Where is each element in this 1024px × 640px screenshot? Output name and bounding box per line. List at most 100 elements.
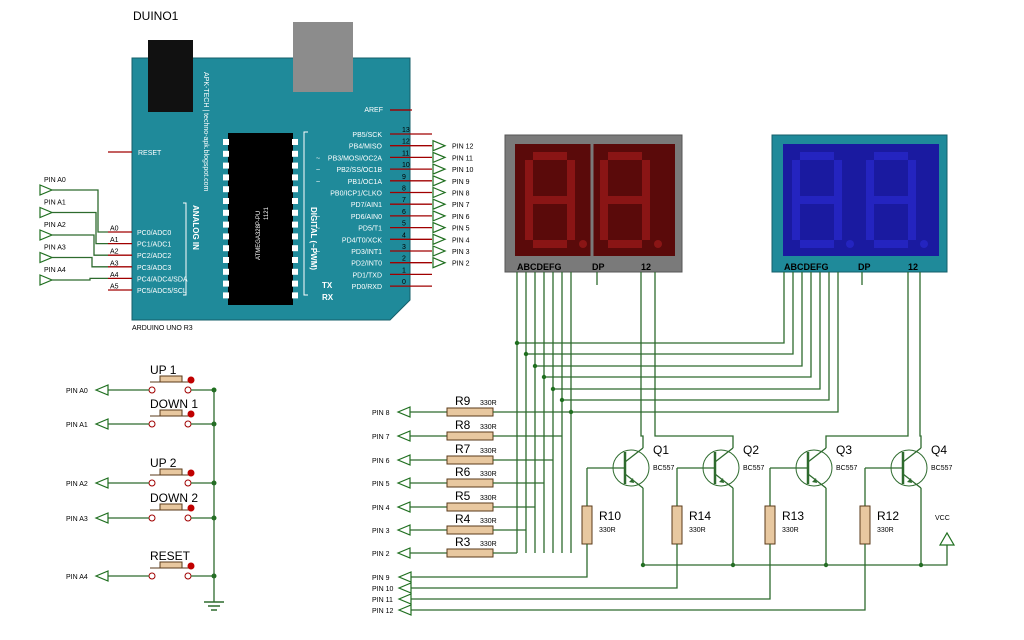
analog-pin-func: PC0/ADC0 xyxy=(137,230,171,237)
aref-label: AREF xyxy=(364,107,383,114)
button-contact xyxy=(148,572,156,580)
transistor-emitter xyxy=(624,473,644,489)
board-model: ARDUINO UNO R3 xyxy=(132,325,193,332)
chip-pin xyxy=(292,198,298,204)
base-res-value: 330R xyxy=(599,527,616,534)
terminal-arrow xyxy=(432,256,447,269)
digital-pin-num: 5 xyxy=(402,221,406,228)
terminal-arrow xyxy=(94,418,109,430)
segment xyxy=(800,152,834,160)
chip-sub: 1121 xyxy=(264,206,270,220)
segment xyxy=(866,200,874,240)
emitter-arrow xyxy=(719,478,724,483)
transistor-collector xyxy=(624,447,644,463)
terminal-arrow xyxy=(432,174,447,187)
base-pin-label: PIN 11 xyxy=(372,597,393,604)
res-name: R8 xyxy=(455,418,471,432)
terminal-arrow xyxy=(432,198,447,211)
analog-pin-ext: PIN A0 xyxy=(44,177,66,184)
button-cap xyxy=(159,409,183,417)
digital-section-label: DIGITAL (~PWM) xyxy=(309,207,318,270)
terminal-arrow xyxy=(39,251,54,264)
button-label: UP 1 xyxy=(150,363,177,377)
segment xyxy=(908,160,916,200)
analog-pin-ext: PIN A3 xyxy=(44,245,66,252)
chip-pin xyxy=(223,257,229,263)
chip-pin xyxy=(292,257,298,263)
display-2-segments: ABCDEFG xyxy=(784,262,829,272)
terminal-arrow xyxy=(432,139,447,152)
emitter-arrow xyxy=(812,478,817,483)
terminal-arrow xyxy=(432,221,447,234)
analog-pin-num: A1 xyxy=(110,237,119,244)
display-2-digits: 12 xyxy=(908,262,918,272)
res-name: R9 xyxy=(455,394,471,408)
analog-wire xyxy=(52,256,108,268)
segment xyxy=(874,240,908,248)
display-2: ABCDEFG DP 12 xyxy=(771,134,948,273)
base-pin-wire xyxy=(411,544,678,589)
button-contact xyxy=(148,479,156,487)
digital-pin-func: PD7/AIN1 xyxy=(351,202,382,209)
terminal-arrow xyxy=(39,184,54,196)
transistor-emitter xyxy=(902,473,922,489)
transistor-collector xyxy=(807,447,827,463)
digital-pin-num: 11 xyxy=(402,150,409,157)
chip-pin xyxy=(223,174,229,181)
emitter-arrow xyxy=(629,478,634,483)
terminal-arrow xyxy=(396,501,411,513)
button-cap xyxy=(159,468,183,476)
base-res-value: 330R xyxy=(877,527,894,534)
chip-pin xyxy=(223,150,229,157)
segment xyxy=(567,200,575,240)
button-pin: PIN A1 xyxy=(66,422,88,429)
terminal-arrow xyxy=(432,151,447,164)
segment-resistor xyxy=(446,548,494,558)
chip-pin xyxy=(292,268,298,275)
reset-label: RESET xyxy=(138,150,162,157)
terminal-arrow xyxy=(94,570,109,582)
digital-pin-func: PD2/INT0 xyxy=(351,261,382,268)
button-pin: PIN A0 xyxy=(66,388,88,395)
segment-resistor xyxy=(446,525,494,535)
decimal-point xyxy=(920,240,928,248)
analog-wire xyxy=(52,277,108,281)
junction-dot xyxy=(550,386,556,392)
pwm-mark: ~ xyxy=(316,179,320,186)
rx-label: RX xyxy=(322,293,334,302)
chip-pin xyxy=(223,245,229,252)
digital-pin-num: 10 xyxy=(402,162,410,169)
analog-pin-func: PC2/ADC2 xyxy=(137,253,171,260)
segment-bus xyxy=(553,272,821,390)
chip-pin xyxy=(223,162,229,169)
emitter-arrow xyxy=(907,478,912,483)
digital-pin-func: PD1/TXD xyxy=(352,272,382,279)
terminal-arrow xyxy=(397,571,412,583)
segment xyxy=(792,160,800,200)
base-pin-wire xyxy=(411,544,588,578)
segment xyxy=(567,160,575,200)
button-contact xyxy=(184,386,192,394)
junction-dot xyxy=(541,374,547,380)
chip-pin xyxy=(223,198,229,204)
analog-pin-num: A0 xyxy=(110,226,119,233)
res-pin-label: PIN 2 xyxy=(372,551,390,558)
transistor-collector xyxy=(902,447,922,463)
terminal-arrow xyxy=(396,477,411,489)
collector-wire xyxy=(640,272,644,448)
button-cap xyxy=(159,375,183,383)
terminal-arrow xyxy=(432,245,447,257)
pwm-mark: ~ xyxy=(316,226,320,233)
segment xyxy=(834,200,842,240)
digital-pin-ext: PIN 6 xyxy=(452,214,470,221)
button-led xyxy=(187,410,195,418)
chip-pin xyxy=(292,162,298,169)
segment xyxy=(908,200,916,240)
button-label: DOWN 2 xyxy=(150,491,198,505)
chip-pin xyxy=(292,174,298,181)
segment xyxy=(600,160,608,200)
res-pin-label: PIN 3 xyxy=(372,528,390,535)
